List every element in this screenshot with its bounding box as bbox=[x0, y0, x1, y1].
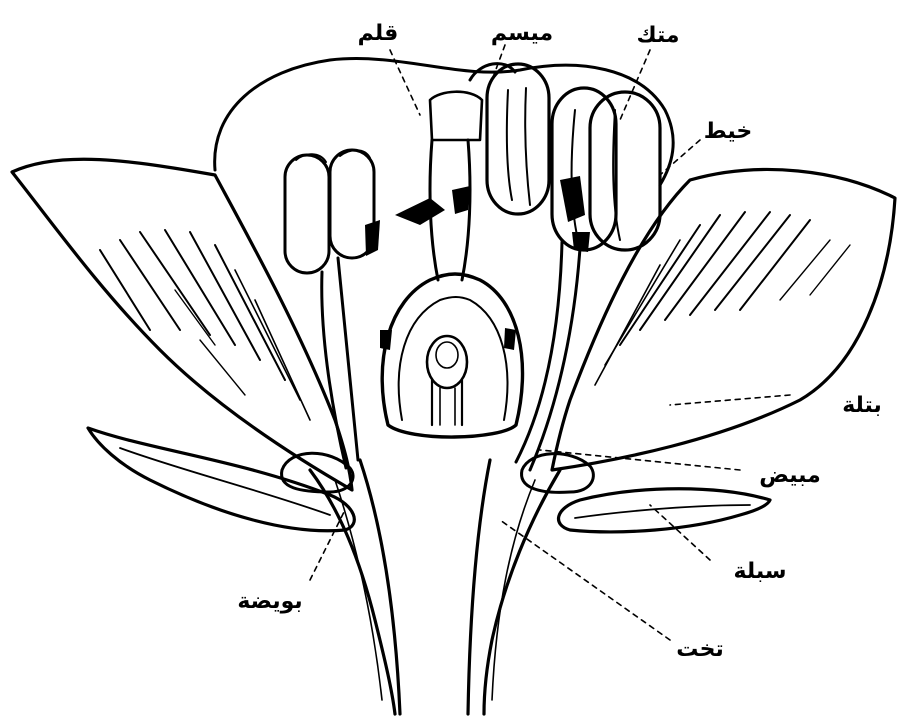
label-ovary: مبيض bbox=[759, 463, 821, 488]
label-petal: بتلة bbox=[842, 393, 882, 418]
right-sepal bbox=[559, 489, 770, 532]
left-petal bbox=[12, 159, 352, 490]
left-sepal bbox=[88, 428, 354, 531]
label-sepal: سبلة bbox=[734, 559, 787, 584]
stem-left bbox=[310, 470, 395, 714]
right-petal-shading bbox=[595, 212, 850, 385]
right-stamen-front bbox=[487, 64, 549, 214]
rear-petal bbox=[215, 59, 674, 185]
label-receptacle: تخت bbox=[676, 637, 723, 662]
stem-right bbox=[484, 470, 560, 714]
label-stigma: ميسم bbox=[491, 21, 553, 46]
label-ovule: بويضة bbox=[237, 589, 302, 614]
right-stamen-back bbox=[516, 88, 660, 470]
left-stamen bbox=[285, 150, 374, 468]
label-filament: خيط bbox=[704, 119, 752, 144]
label-style: قلم bbox=[358, 21, 399, 46]
ovary bbox=[382, 274, 522, 437]
right-petal bbox=[552, 170, 895, 470]
label-anther: متك bbox=[636, 23, 679, 48]
